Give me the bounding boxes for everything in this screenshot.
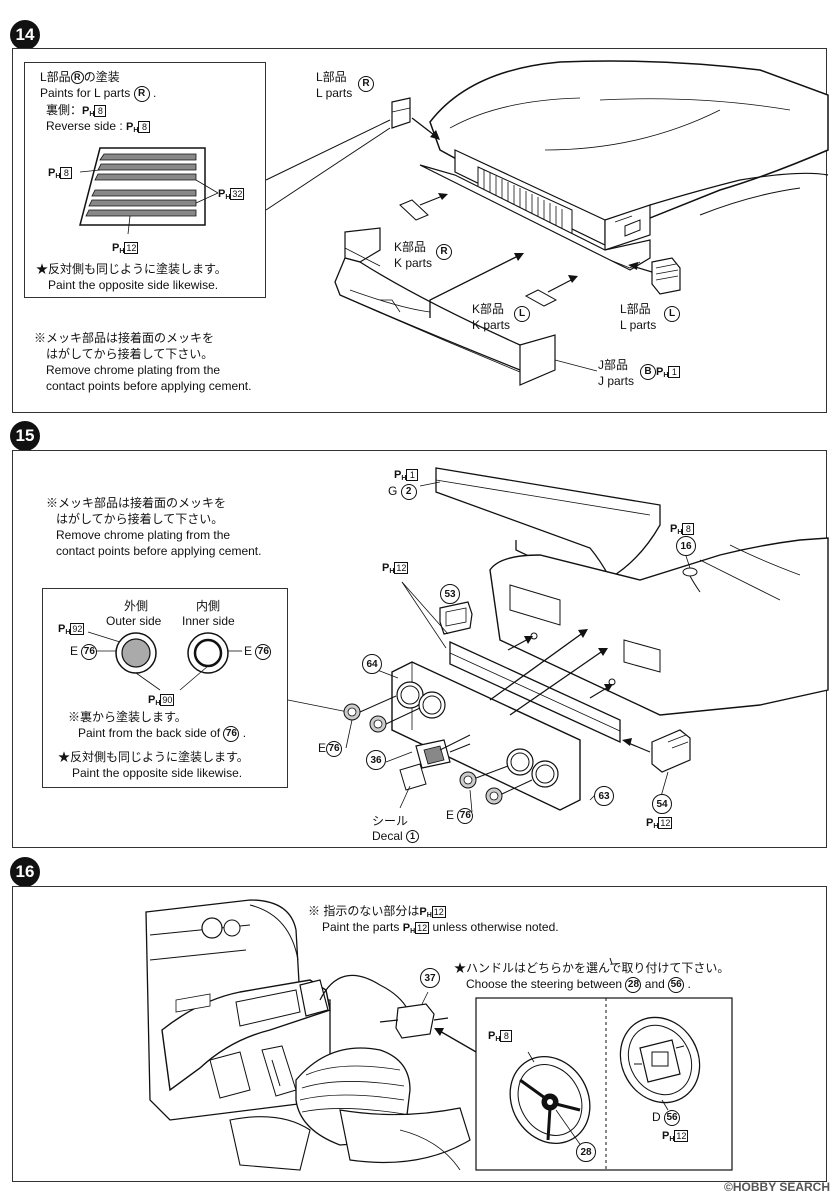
chrome-note-en-1: Remove chrome plating from the <box>46 363 221 377</box>
stripe-group-lower <box>85 189 197 217</box>
lamp-outer-inner-illustration <box>87 631 349 713</box>
opposite-side-15-en: Paint the opposite side likewise. <box>72 766 243 780</box>
part-54-label: 54 <box>652 794 672 814</box>
e76-outer-label: E 76 <box>70 644 98 660</box>
j-parts-label-en: J parts <box>598 374 635 388</box>
part-37-label: 37 <box>420 968 440 988</box>
k-parts-r-label-jp: K部品 <box>394 240 427 254</box>
inner-lamp-circle <box>187 632 229 674</box>
l-parts-r-code: R <box>358 76 374 92</box>
k-parts-l-code: L <box>514 306 530 322</box>
outer-lamp-circle <box>115 632 157 674</box>
part-64-label: 64 <box>362 654 382 674</box>
chrome-note-15-en-2: contact points before applying cement. <box>56 544 262 558</box>
steering-choice-note-jp: ★ハンドルはどちらかを選んで取り付けて下さい。 <box>454 961 730 975</box>
seat-stitching <box>299 1065 405 1115</box>
l-parts-paint-title-en: Paints for L parts R . <box>40 86 157 102</box>
steering-wheel-56 <box>619 1016 701 1111</box>
chrome-note-15-en-1: Remove chrome plating from the <box>56 528 231 542</box>
g2-label: G 2 <box>388 484 417 500</box>
back-paint-note-jp: ※裏から塗装します。 <box>68 710 187 724</box>
striped-lamp-illustration <box>79 147 219 235</box>
l-parts-r-label-en: L parts <box>316 86 353 100</box>
step-15-lamp-callout <box>42 588 288 788</box>
chrome-note-jp-2: はがしてから接着して下さい。 <box>46 347 214 361</box>
car-rear-illustration <box>343 467 829 813</box>
outer-side-en: Outer side <box>106 614 162 628</box>
chrome-note-15-jp-1: ※メッキ部品は接着面のメッキを <box>46 496 227 510</box>
inner-side-jp: 内側 <box>196 599 221 613</box>
k-parts-l-label-jp: K部品 <box>472 302 505 316</box>
chrome-note-en-2: contact points before applying cement. <box>46 379 252 393</box>
stripe-group-upper <box>94 153 197 181</box>
car-front-illustration <box>265 60 829 386</box>
e76-inner-label: E 76 <box>244 644 272 660</box>
grille-slats <box>483 170 563 231</box>
l-parts-l-label-en: L parts <box>620 318 657 332</box>
steering-56-d-label: D 56 <box>652 1110 681 1126</box>
l-parts-r-label-jp: L部品 <box>316 70 347 84</box>
chrome-note-15-jp-2: はがしてから接着して下さい。 <box>56 512 224 526</box>
opposite-side-note-en: Paint the opposite side likewise. <box>48 278 219 292</box>
j-parts-label-jp: J部品 <box>598 358 629 372</box>
step-14-badge: 14 <box>10 20 40 50</box>
decal-label-jp: シール <box>372 814 409 828</box>
l-parts-l-code: L <box>664 306 680 322</box>
part-63-label: 63 <box>594 786 614 806</box>
chrome-note-jp-1: ※メッキ部品は接着面のメッキを <box>34 331 215 345</box>
back-paint-note-en: Paint from the back side of 76 . <box>78 726 247 742</box>
opposite-side-15-jp: ★反対側も同じように塗装します。 <box>58 750 249 764</box>
hobby-search-watermark: ©HOBBY SEARCH <box>724 1180 830 1194</box>
part-36-label: 36 <box>366 750 386 770</box>
inner-side-en: Inner side <box>182 614 235 628</box>
l-parts-l-label-jp: L部品 <box>620 302 651 316</box>
part-16-label: 16 <box>676 536 696 556</box>
k-parts-l-label-en: K parts <box>472 318 511 332</box>
part-53-label: 53 <box>440 584 460 604</box>
k-parts-r-label-en: K parts <box>394 256 433 270</box>
e76-part-bottom-label: E 76 <box>446 808 474 824</box>
step-15-badge: 15 <box>10 421 40 451</box>
steering-choice-note-en: Choose the steering between 28 and 56 . <box>466 977 691 993</box>
outer-side-jp: 外側 <box>124 599 149 613</box>
part-28-label: 28 <box>576 1142 596 1162</box>
opposite-side-note-jp: ★反対側も同じように塗装します。 <box>36 262 227 276</box>
decal-label-en: Decal 1 <box>372 829 420 844</box>
steering-wheel-28 <box>509 1051 591 1151</box>
step-16-badge: 16 <box>10 857 40 887</box>
k-parts-r-code: R <box>436 244 452 260</box>
